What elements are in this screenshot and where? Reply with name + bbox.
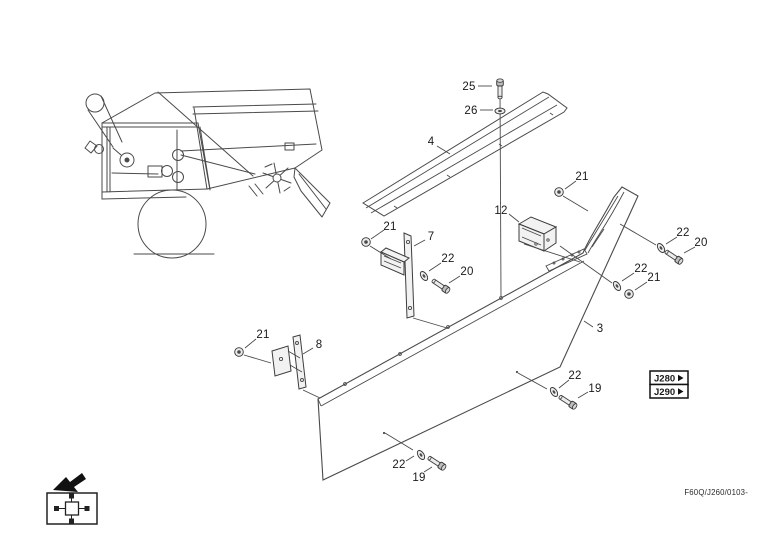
callout-22-mid-right[interactable]: 22 bbox=[634, 263, 647, 275]
bolt-19-icon bbox=[557, 393, 579, 411]
part-bracket-8 bbox=[271, 334, 321, 399]
leader-lines bbox=[244, 85, 696, 473]
nut-21-icon bbox=[624, 289, 634, 299]
nav-ref-J280[interactable]: J280 bbox=[649, 370, 689, 386]
callout-12[interactable]: 12 bbox=[494, 205, 507, 217]
part-bracket-12 bbox=[517, 216, 581, 263]
spreader-fan-icon bbox=[262, 162, 292, 194]
callout-19-bottom[interactable]: 19 bbox=[412, 472, 425, 484]
callout-19-lower-right[interactable]: 19 bbox=[588, 383, 601, 395]
nav-ref-J290-label: J290 bbox=[654, 387, 675, 398]
callout-22-bracket7[interactable]: 22 bbox=[441, 253, 454, 265]
callout-8[interactable]: 8 bbox=[316, 339, 323, 351]
callout-20-bracket7[interactable]: 20 bbox=[460, 266, 473, 278]
washer-22-icon bbox=[611, 279, 623, 293]
callout-labels: 25 26 4 12 21 7 21 22 20 22 20 22 21 3 8… bbox=[256, 81, 707, 484]
direction-arrow-icon bbox=[53, 473, 86, 492]
orientation-legend bbox=[46, 473, 98, 525]
callout-21-top[interactable]: 21 bbox=[575, 171, 588, 183]
nav-ref-J280-label: J280 bbox=[654, 374, 675, 385]
washer-26-icon bbox=[494, 107, 506, 115]
callout-21-mid-right[interactable]: 21 bbox=[647, 272, 660, 284]
callout-21-bracket7[interactable]: 21 bbox=[383, 221, 396, 233]
nut-21-icon bbox=[234, 347, 244, 357]
callout-3[interactable]: 3 bbox=[597, 323, 604, 335]
callout-22-lower-right[interactable]: 22 bbox=[568, 370, 581, 382]
figure-code: F60Q/J260/0103- bbox=[684, 488, 748, 497]
washer-22-icon bbox=[548, 385, 560, 399]
bolt-25-icon bbox=[496, 78, 504, 100]
bolt-20-icon bbox=[663, 248, 685, 266]
callout-26[interactable]: 26 bbox=[464, 105, 477, 117]
callout-22-bottom[interactable]: 22 bbox=[392, 459, 405, 471]
callout-4[interactable]: 4 bbox=[428, 136, 435, 148]
forward-arrow-icon bbox=[678, 374, 684, 382]
view-position-icon bbox=[46, 492, 98, 525]
machine-thumbnail bbox=[84, 88, 331, 259]
bolt-20-icon bbox=[430, 277, 452, 295]
callout-22-upper-right[interactable]: 22 bbox=[676, 227, 689, 239]
part-panel-3 bbox=[317, 186, 639, 481]
washer-22-icon bbox=[418, 269, 430, 283]
nav-ref-J290[interactable]: J290 bbox=[649, 383, 689, 399]
nut-21-icon bbox=[554, 187, 564, 197]
nav-refs: J280 J290 bbox=[649, 370, 689, 399]
nut-21-icon bbox=[361, 237, 371, 247]
washer-22-icon bbox=[415, 448, 427, 462]
assembly-axes bbox=[243, 195, 657, 451]
axis-bolt-25 bbox=[499, 89, 502, 298]
callout-20-upper-right[interactable]: 20 bbox=[694, 237, 707, 249]
callout-25[interactable]: 25 bbox=[462, 81, 475, 93]
callout-21-bracket8[interactable]: 21 bbox=[256, 329, 269, 341]
callout-7[interactable]: 7 bbox=[428, 231, 435, 243]
washer-22-icon bbox=[655, 241, 667, 255]
part-strip-4 bbox=[362, 91, 568, 217]
part-bracket-7 bbox=[380, 232, 448, 329]
forward-arrow-icon bbox=[678, 388, 684, 395]
